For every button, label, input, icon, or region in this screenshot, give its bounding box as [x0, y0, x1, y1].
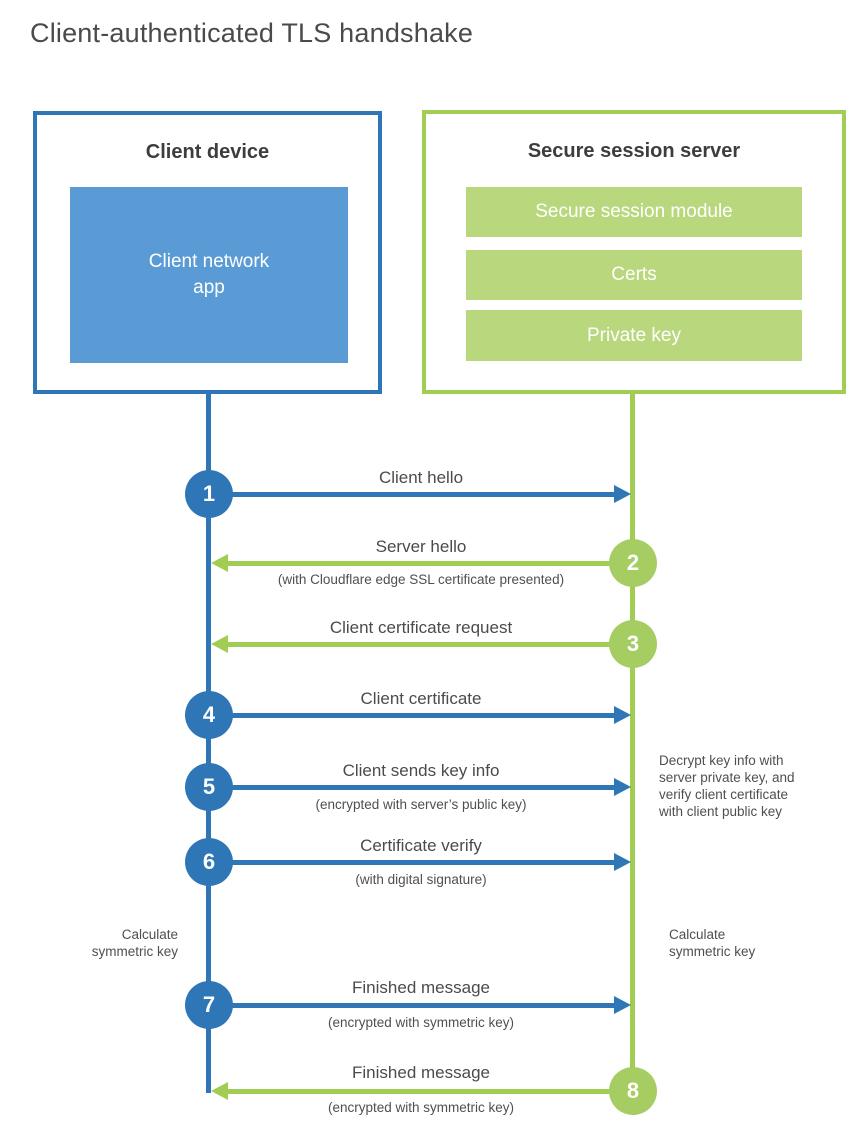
calculate-symmetric-key-note-server: Calculate symmetric key [669, 927, 756, 959]
message-sublabel-finished-server: (encrypted with symmetric key) [327, 1100, 515, 1115]
step-5-circle: 5 [185, 763, 233, 811]
step-4-circle: 4 [185, 691, 233, 739]
message-arrow-7 [209, 1003, 615, 1008]
arrowhead-left-icon [211, 1082, 228, 1100]
message-sublabel-server-hello: (with Cloudflare edge SSL certificate pr… [277, 572, 565, 587]
message-label-client-hello: Client hello [378, 468, 464, 487]
message-sublabel-finished-client: (encrypted with symmetric key) [327, 1015, 515, 1030]
message-label-client-cert-request: Client certificate request [329, 618, 513, 637]
message-label-server-hello: Server hello [375, 537, 467, 556]
message-arrow-1 [209, 492, 615, 497]
step-number: 2 [626, 550, 640, 575]
message-arrow-5 [209, 785, 615, 790]
server-module-secure-session: Secure session module [466, 187, 802, 237]
message-arrow-8 [228, 1089, 633, 1094]
message-label-finished-server: Finished message [352, 1063, 490, 1082]
arrowhead-left-icon [211, 554, 228, 572]
arrowhead-right-icon [614, 996, 631, 1014]
step-number: 6 [202, 849, 216, 874]
step-8-circle: 8 [609, 1067, 657, 1115]
client-device-title: Client device [145, 141, 270, 163]
message-arrow-6 [209, 860, 615, 865]
step-3-circle: 3 [609, 620, 657, 668]
message-sublabel-client-key-info: (encrypted with server’s public key) [315, 797, 527, 812]
message-arrow-2 [228, 561, 633, 566]
server-module-private-key: Private key [466, 310, 802, 361]
step-number: 4 [202, 702, 216, 727]
message-label-client-key-info: Client sends key info [342, 761, 500, 780]
secure-session-server-title: Secure session server [527, 140, 741, 162]
server-module-certs: Certs [466, 250, 802, 300]
step-number: 1 [202, 481, 216, 506]
step-2-circle: 2 [609, 539, 657, 587]
message-arrow-4 [209, 713, 615, 718]
message-label-client-certificate: Client certificate [360, 689, 482, 708]
message-sublabel-certificate-verify: (with digital signature) [355, 872, 487, 887]
calculate-symmetric-key-note-client: Calculate symmetric key [91, 927, 178, 959]
step-7-circle: 7 [185, 981, 233, 1029]
client-lifeline [206, 393, 211, 1093]
client-device-box: Client device Client network app [33, 111, 382, 394]
message-arrow-3 [228, 642, 633, 647]
arrowhead-right-icon [614, 853, 631, 871]
step-1-circle: 1 [185, 470, 233, 518]
step-number: 5 [202, 774, 216, 799]
page-title: Client-authenticated TLS handshake [30, 18, 474, 48]
message-label-certificate-verify: Certificate verify [360, 836, 482, 855]
step-number: 8 [626, 1078, 640, 1103]
decrypt-key-note: Decrypt key info with server private key… [659, 753, 795, 819]
arrowhead-left-icon [211, 635, 228, 653]
arrowhead-right-icon [614, 485, 631, 503]
step-number: 3 [626, 631, 640, 656]
arrowhead-right-icon [614, 706, 631, 724]
message-label-finished-client: Finished message [352, 978, 490, 997]
secure-session-server-box: Secure session server Secure session mod… [422, 110, 846, 394]
arrowhead-right-icon [614, 778, 631, 796]
step-number: 7 [202, 992, 216, 1017]
step-6-circle: 6 [185, 838, 233, 886]
server-lifeline [630, 393, 635, 1091]
client-network-app-box: Client network app [70, 187, 348, 363]
